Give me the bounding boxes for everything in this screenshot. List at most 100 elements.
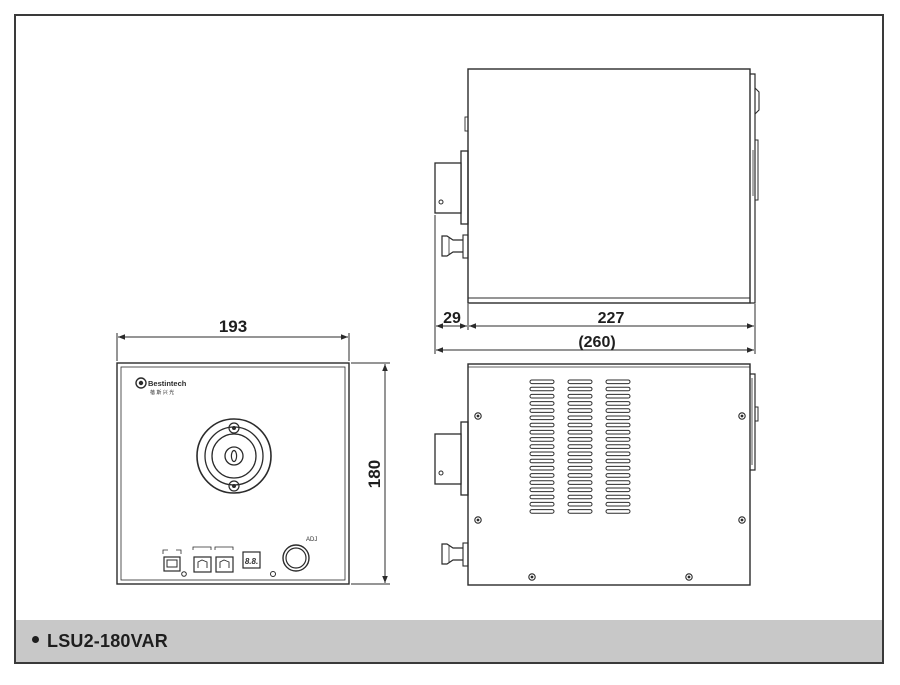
bullet-icon (32, 636, 39, 644)
knob-side-top (441, 234, 469, 259)
vent-slot (567, 458, 593, 464)
dimension-side (434, 215, 756, 354)
vent-slot (529, 473, 555, 478)
vent-slot (567, 480, 593, 485)
small-switch (270, 571, 276, 577)
vent-slot (529, 386, 555, 392)
footer-bar: LSU2-180VAR (14, 620, 884, 664)
vent-slot (567, 415, 593, 421)
vent-slot (605, 379, 631, 385)
vent-slot (529, 379, 555, 385)
screws (474, 412, 746, 581)
display-digits: 8.8. (245, 557, 258, 566)
front-panel-outline (116, 362, 350, 585)
model-name: LSU2-180VAR (47, 630, 168, 651)
terminal-block-1-icon (192, 546, 212, 573)
vent-slot (567, 386, 593, 392)
screw-icon (738, 412, 746, 420)
vent-slot (567, 509, 593, 514)
vent-slot (605, 509, 631, 514)
front-view (116, 362, 350, 585)
ventilation-slots (529, 379, 631, 514)
vent-slot (529, 494, 555, 500)
vent-slot (529, 509, 555, 514)
vent-slot (605, 408, 631, 413)
screw-icon (738, 516, 746, 524)
vent-slot (529, 393, 555, 399)
vent-slot (529, 437, 555, 442)
dimension-front-height (351, 362, 390, 585)
brand-label: Bestintech (148, 379, 187, 388)
vent-slot (605, 465, 631, 471)
dim-side-body-label: 227 (598, 310, 625, 327)
screw-icon (474, 412, 482, 420)
screw-icon (474, 516, 482, 524)
vent-slot (605, 429, 631, 435)
vent-slot (605, 501, 631, 507)
vent-slot (605, 386, 631, 392)
vent-slot (567, 473, 593, 478)
vent-slot (567, 487, 593, 493)
indicator-led (181, 571, 187, 577)
adjust-knob-icon (282, 544, 310, 572)
vent-slot (529, 429, 555, 435)
vent-slot (605, 393, 631, 399)
vent-slot (605, 487, 631, 493)
vent-slot (567, 401, 593, 406)
vent-slot (605, 444, 631, 449)
brand-sub-label: 蓓 斯 兴 光 (150, 389, 174, 396)
vent-slot (605, 458, 631, 464)
dim-front-width-label: 193 (219, 317, 247, 336)
vent-slot (529, 465, 555, 471)
front-connector-top (434, 150, 469, 225)
side-body-outline (467, 68, 751, 304)
vent-slot (529, 501, 555, 507)
light-port (196, 418, 272, 494)
side-view-top (434, 68, 760, 304)
vent-slot (567, 501, 593, 507)
dimension-front-width (116, 333, 350, 361)
vent-slot (529, 422, 555, 428)
side-view-bottom (434, 363, 759, 586)
vent-slot (567, 465, 593, 471)
digital-display (242, 551, 261, 569)
vent-slot (529, 401, 555, 406)
front-panel-inner (120, 366, 346, 581)
vent-slot (605, 437, 631, 442)
side-body-outline-2 (467, 363, 751, 586)
vent-slot (605, 422, 631, 428)
vent-slot (567, 379, 593, 385)
dim-front-height-label: 180 (365, 460, 384, 488)
vent-slot (529, 480, 555, 485)
vent-slot (605, 480, 631, 485)
dim-side-total-label: (260) (578, 334, 615, 351)
vent-slot (529, 458, 555, 464)
screw-icon (528, 573, 536, 581)
vent-slot (567, 393, 593, 399)
vent-slot (529, 415, 555, 421)
vent-slot (605, 415, 631, 421)
knob-side-bottom (441, 542, 469, 567)
vent-slot (529, 444, 555, 449)
vent-slot (567, 422, 593, 428)
vent-slot (567, 494, 593, 500)
vent-slot (605, 473, 631, 478)
brand-logo (135, 377, 147, 389)
vent-slot (605, 401, 631, 406)
terminal-block-2-icon (214, 546, 234, 573)
knob-label: ADJ (306, 537, 317, 543)
vent-slot (529, 451, 555, 457)
vent-slot (567, 429, 593, 435)
vent-slot (529, 408, 555, 413)
vent-slot (567, 437, 593, 442)
vent-slot (529, 487, 555, 493)
model-title: LSU2-180VAR (32, 631, 168, 652)
dim-side-front-label: 29 (443, 310, 461, 327)
screw-icon (685, 573, 693, 581)
vent-slot (567, 451, 593, 457)
vent-slot (605, 451, 631, 457)
vent-slot (567, 444, 593, 449)
vent-slot (605, 494, 631, 500)
usb-port-icon (162, 549, 182, 572)
